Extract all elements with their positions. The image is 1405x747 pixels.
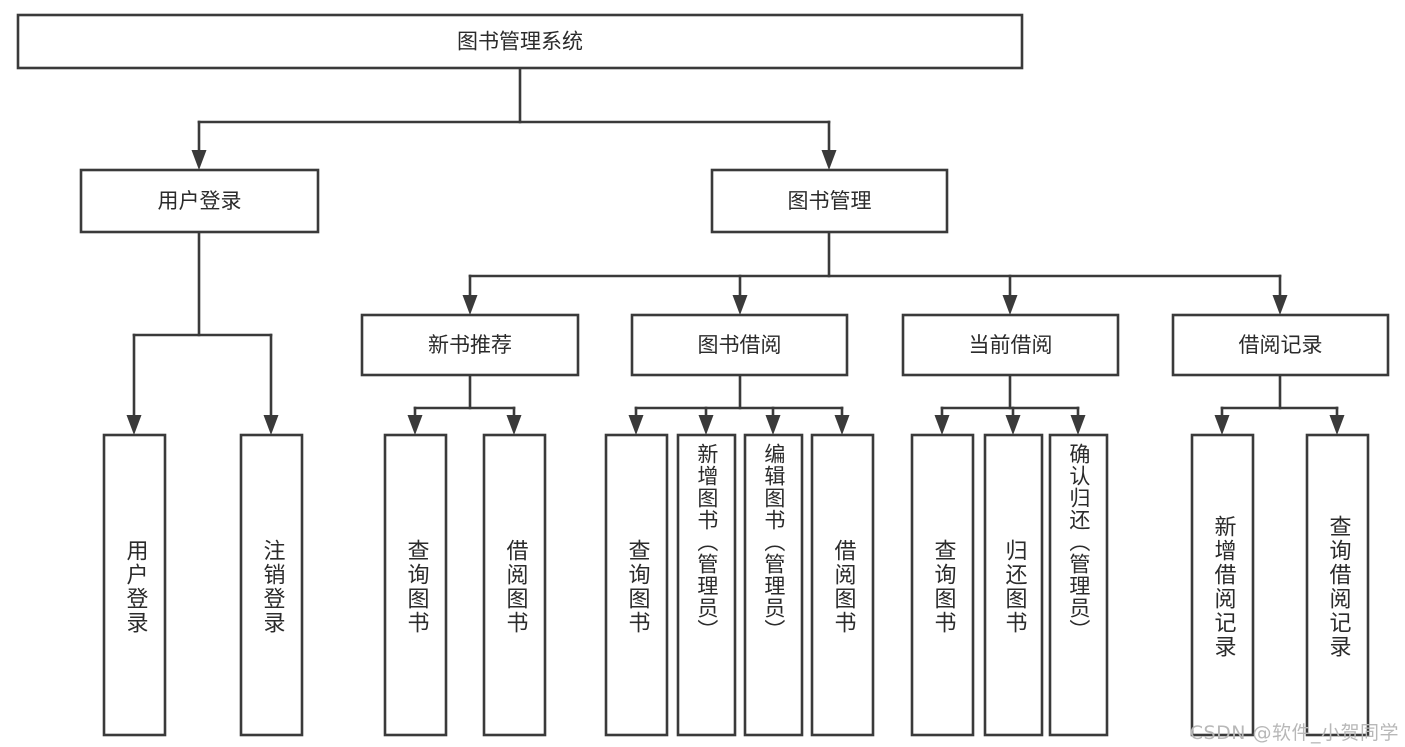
node-box-leaf-add-record xyxy=(1190,433,1255,737)
node-label-root: 图书管理系统 xyxy=(457,30,583,54)
arrow-down-leaf-book-borrow-2 xyxy=(765,415,781,435)
node-box-user-login xyxy=(79,168,320,234)
arrow-down-leaf-book-borrow-0 xyxy=(628,415,644,435)
node-box-leaf-query-book-current xyxy=(910,433,975,737)
node-label-book-borrow: 图书借阅 xyxy=(698,333,782,357)
arrow-down-level3-2 xyxy=(1002,295,1018,315)
node-box-leaf-query-book-recommend xyxy=(383,433,448,737)
arrow-down-level3-1 xyxy=(732,295,748,315)
node-box-borrow-record xyxy=(1171,313,1390,377)
node-box-leaf-return-book xyxy=(983,433,1044,737)
node-box-book-borrow xyxy=(630,313,849,377)
node-label-book-management: 图书管理 xyxy=(788,189,872,213)
node-box-leaf-borrow-book xyxy=(810,433,875,737)
node-box-current-borrow xyxy=(901,313,1120,377)
node-box-root xyxy=(16,13,1024,70)
node-box-leaf-borrow-book-recommend xyxy=(482,433,547,737)
node-label-user-login: 用户登录 xyxy=(158,189,242,213)
arrow-down-leaf-borrow-record-0 xyxy=(1214,415,1230,435)
node-box-leaf-logout xyxy=(239,433,304,737)
node-label-current-borrow: 当前借阅 xyxy=(969,333,1053,357)
node-box-leaf-user-login xyxy=(102,433,167,737)
node-label-borrow-record: 借阅记录 xyxy=(1239,333,1323,357)
arrow-down-leaf-borrow-record-1 xyxy=(1329,415,1345,435)
node-box-layer xyxy=(16,13,1390,737)
arrow-down-level3-0 xyxy=(462,295,478,315)
arrow-down-leaf-new-book-recommend-1 xyxy=(506,415,522,435)
arrow-down-leaf-current-borrow-1 xyxy=(1005,415,1021,435)
node-box-leaf-edit-book xyxy=(743,433,804,737)
watermark-text: CSDN @软件_小贺同学 xyxy=(1189,722,1399,744)
node-box-new-book-recommend xyxy=(360,313,580,377)
arrow-down-level3-3 xyxy=(1272,295,1288,315)
arrow-down-leaf-user-login-0 xyxy=(126,415,142,435)
node-box-leaf-add-book xyxy=(676,433,737,737)
arrow-down-leaf-new-book-recommend-0 xyxy=(407,415,423,435)
arrow-down-leaf-user-login-1 xyxy=(263,415,279,435)
node-box-leaf-query-record xyxy=(1305,433,1370,737)
node-box-leaf-confirm-return xyxy=(1048,433,1109,737)
node-box-book-management xyxy=(710,168,949,234)
arrow-down-level2-0 xyxy=(191,150,207,170)
arrow-down-level2-1 xyxy=(821,150,837,170)
arrow-down-leaf-current-borrow-2 xyxy=(1070,415,1086,435)
node-box-leaf-query-book-borrow xyxy=(604,433,669,737)
connector-layer xyxy=(126,66,1345,435)
arrow-down-leaf-book-borrow-3 xyxy=(834,415,850,435)
node-label-new-book-recommend: 新书推荐 xyxy=(428,333,512,357)
arrow-down-leaf-current-borrow-0 xyxy=(934,415,950,435)
arrow-down-leaf-book-borrow-1 xyxy=(698,415,714,435)
